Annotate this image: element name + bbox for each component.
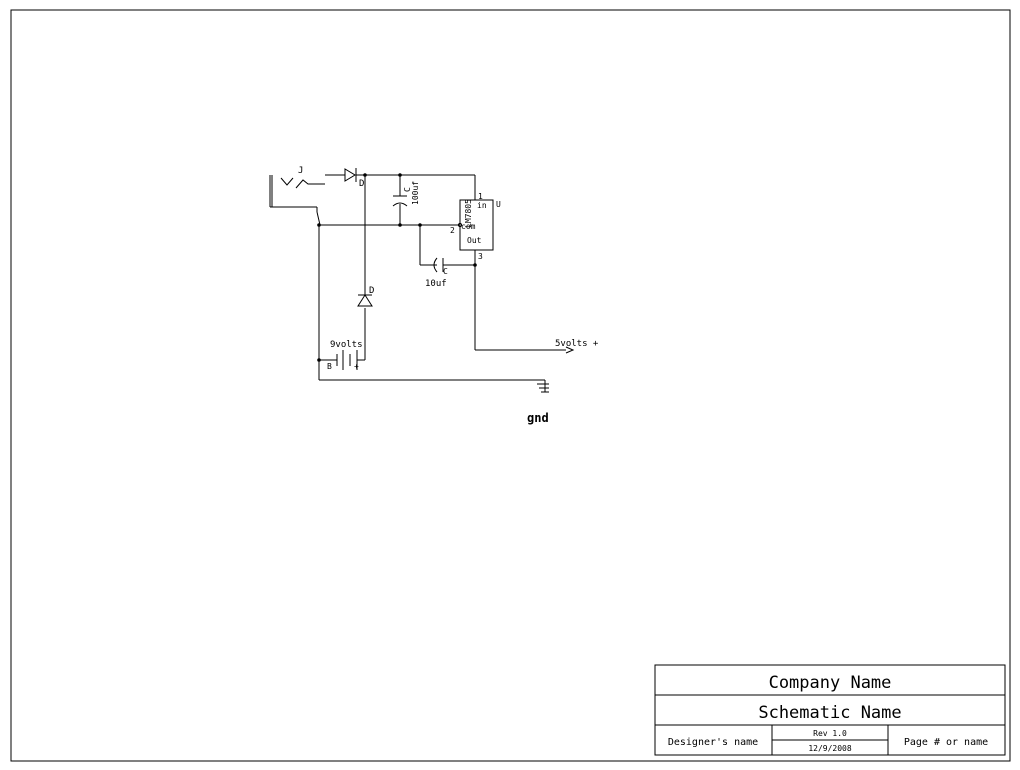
diode-top: D xyxy=(344,168,364,189)
wires xyxy=(269,174,566,381)
revision: Rev 1.0 xyxy=(813,729,847,738)
cap-10-ref-label: C xyxy=(443,267,448,276)
regulator-in-label: in xyxy=(477,201,487,210)
battery-9volts: 9volts B + xyxy=(327,340,363,371)
cap-100-value-label: 100uf xyxy=(411,181,420,205)
cap-100-ref-label: C xyxy=(403,187,412,192)
regulator-part-label: LM7805 xyxy=(464,199,473,228)
title-block: Company Name Schematic Name Designer's n… xyxy=(654,664,1006,756)
date: 12/9/2008 xyxy=(808,744,852,753)
battery-value-label: 9volts xyxy=(330,340,363,350)
ground-symbol: gnd xyxy=(527,380,549,425)
regulator-pin2-label: 2 xyxy=(450,226,455,235)
jack-ref-label: J xyxy=(298,166,303,176)
sheet-border xyxy=(10,9,1011,762)
designer-name: Designer's name xyxy=(668,737,758,748)
regulator-pin3-label: 3 xyxy=(478,252,483,261)
battery-plus-label: + xyxy=(354,362,359,371)
page-name: Page # or name xyxy=(904,737,988,748)
company-name: Company Name xyxy=(769,673,892,693)
capacitor-10uf: C 10uf xyxy=(425,257,448,289)
regulator-ref-label: U xyxy=(496,200,501,209)
ground-net-text: gnd xyxy=(527,411,549,425)
regulator-out-label: Out xyxy=(467,236,482,245)
junctions xyxy=(317,173,477,362)
output-net-label: 5volts + xyxy=(555,339,599,354)
diode-bottom: D xyxy=(357,286,374,307)
cap-10-value-label: 10uf xyxy=(425,279,447,289)
diode-bottom-ref-label: D xyxy=(369,286,374,296)
diode-top-ref-label: D xyxy=(359,179,364,189)
schematic-name: Schematic Name xyxy=(758,703,901,723)
jack-connector: J xyxy=(298,166,303,176)
regulator-com-label: com xyxy=(461,222,476,231)
regulator-pin1-label: 1 xyxy=(478,192,483,201)
capacitor-100uf: C 100uf xyxy=(392,181,420,207)
output-net-text: 5volts + xyxy=(555,339,599,349)
battery-ref-label: B xyxy=(327,362,332,371)
regulator-lm7805: LM7805 in com Out U 1 2 3 xyxy=(450,192,501,261)
